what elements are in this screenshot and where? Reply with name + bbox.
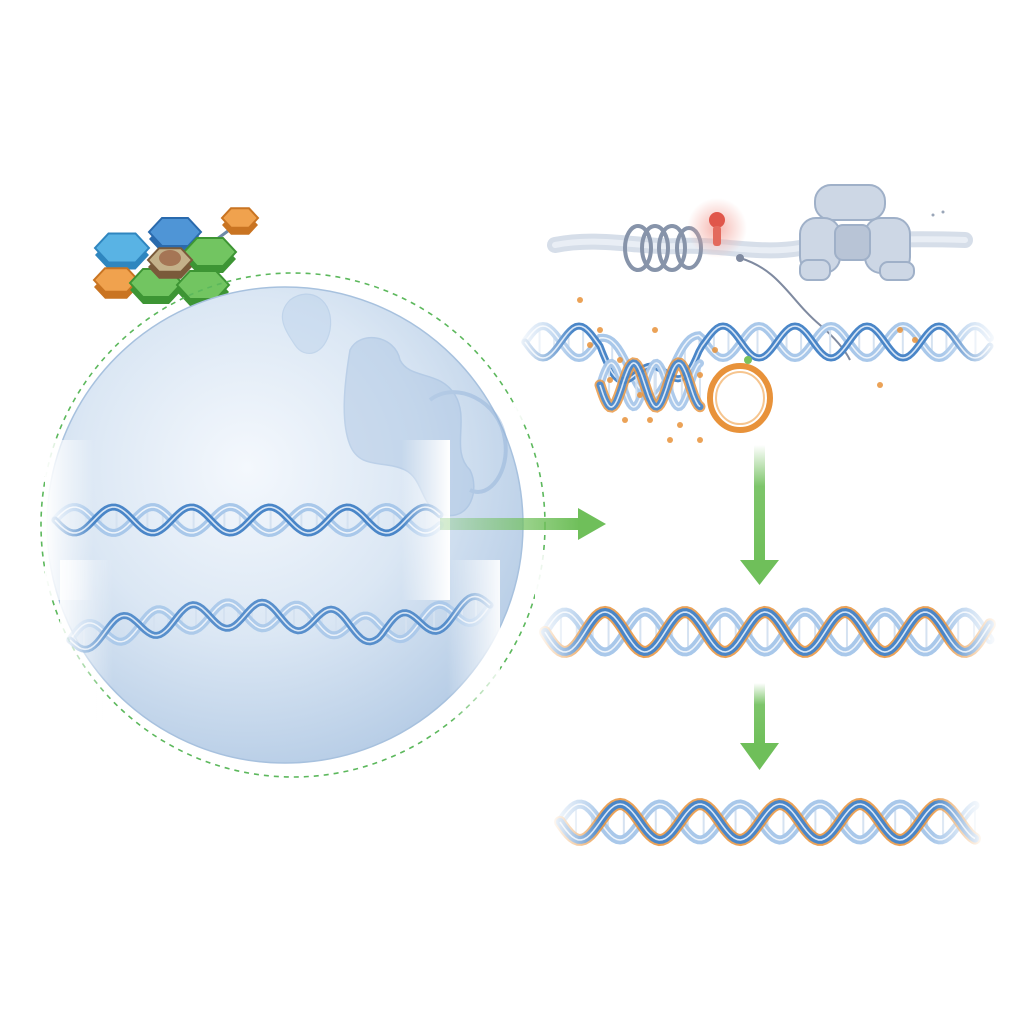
helix-fade-mask: [550, 742, 985, 902]
helix-fade-mask: [515, 262, 1000, 422]
green-hexagon: [175, 270, 231, 300]
blue-hexagon: [93, 232, 151, 264]
fragment-speck: [697, 372, 703, 378]
orange-hexagon: [220, 207, 260, 229]
dna-helix-icon: [60, 560, 500, 720]
dna-loop-icon: [707, 356, 773, 433]
fragment-speck: [587, 342, 593, 348]
fragment-speck: [647, 417, 653, 423]
fragment-speck: [667, 437, 673, 443]
fragment-speck: [912, 337, 918, 343]
dna-helix-icon: [535, 552, 1000, 712]
nucleus-icon: [40, 272, 546, 778]
dna-helix-icon: [550, 742, 985, 902]
helix-strand-front-highlight: [599, 362, 701, 408]
fragment-speck: [897, 327, 903, 333]
helix-fade-mask: [60, 560, 500, 720]
fragment-speck: [697, 437, 703, 443]
fragment-speck: [877, 382, 883, 388]
fragment-speck: [577, 297, 583, 303]
fragment-speck: [617, 357, 623, 363]
fragment-speck: [677, 422, 683, 428]
fragment-speck: [607, 377, 613, 383]
blue-hexagon: [147, 217, 203, 247]
fragment-speck: [712, 347, 718, 353]
fragment-speck: [622, 417, 628, 423]
helix-strand-back-highlight: [599, 362, 701, 408]
green-hexagon: [182, 237, 238, 267]
dna-helix-icon: [515, 262, 1000, 422]
fragment-speck: [597, 327, 603, 333]
fragment-specks: [577, 297, 918, 443]
core-atom: [159, 250, 181, 266]
fragment-speck: [652, 327, 658, 333]
helix-fade-mask: [535, 552, 1000, 712]
orange-hexagon: [92, 267, 140, 293]
arrow-right-from-nucleus: [440, 508, 606, 540]
marker-red-icon: [709, 212, 725, 228]
dna-helix-icon: [594, 357, 706, 413]
molecule-cluster-icon: [92, 207, 260, 306]
fragment-speck: [637, 392, 643, 398]
